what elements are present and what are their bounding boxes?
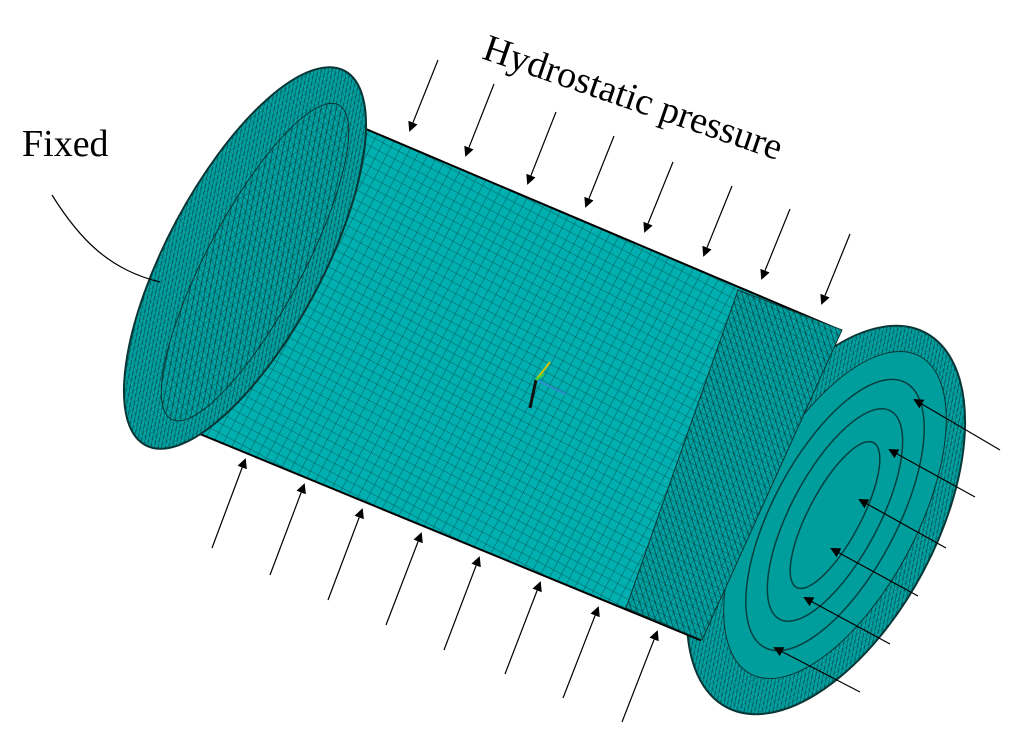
pressure-arrow (830, 548, 919, 597)
bottom-pressure-arrows (211, 458, 659, 723)
right-flange (685, 324, 967, 716)
pressure-arrow (888, 449, 976, 498)
pressure-arrow (702, 185, 733, 257)
pressure-arrow (526, 111, 557, 185)
pressure-arrow (408, 59, 439, 132)
pressure-arrow (464, 83, 495, 157)
pressure-arrow (562, 606, 600, 699)
pressure-arrow (913, 398, 1001, 451)
pressure-arrow (643, 161, 674, 233)
fixed-leader-line (51, 194, 161, 283)
fixed-label: Fixed (22, 123, 109, 165)
pressure-arrow (760, 208, 791, 280)
axis-triad-icon (528, 361, 567, 409)
pressure-arrow (385, 532, 423, 626)
top-pressure-arrows (408, 59, 851, 305)
pressure-arrow (621, 630, 659, 723)
pressure-arrow (327, 508, 364, 601)
pressure-arrow (773, 647, 861, 693)
pressure-arrow (269, 483, 306, 576)
left-flange (122, 66, 368, 450)
pressure-arrow (211, 458, 247, 549)
pressure-arrow (820, 233, 851, 305)
pressure-arrow (443, 556, 481, 651)
pressure-arrow (803, 597, 891, 645)
pressure-arrow (858, 499, 947, 549)
pressure-arrow (504, 581, 542, 675)
pressure-arrow (584, 135, 615, 208)
end-pressure-arrows (773, 398, 1001, 693)
